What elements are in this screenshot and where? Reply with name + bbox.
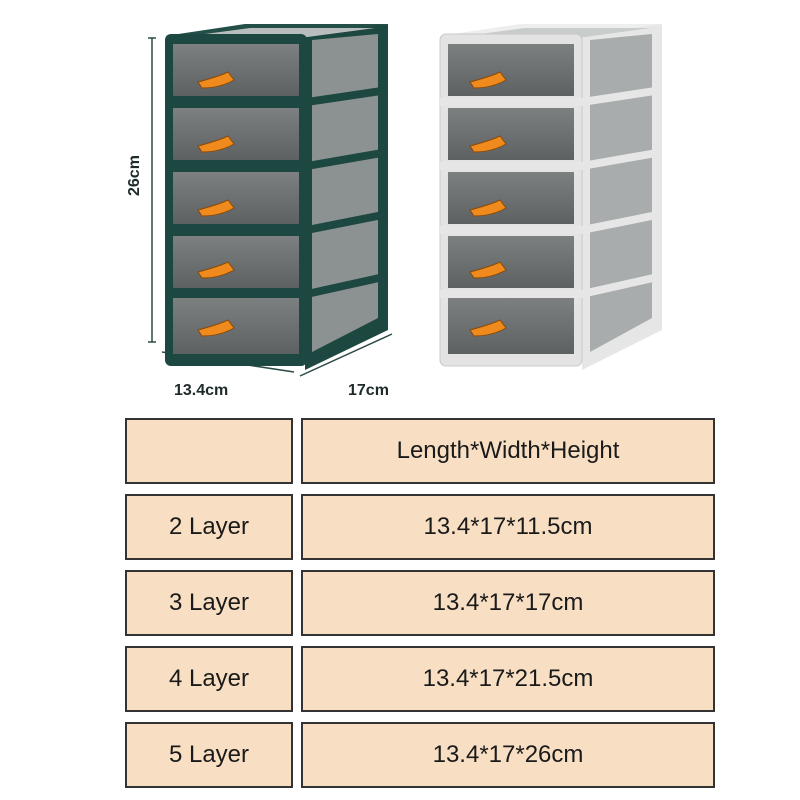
height-dimension-label: 26cm	[126, 155, 143, 196]
white-drawer-handles	[469, 71, 507, 337]
green-drawers	[173, 44, 299, 354]
product-illustration	[148, 24, 662, 377]
depth-dimension-label: 17cm	[348, 382, 389, 399]
row-3-size-cell: 13.4*17*17cm	[301, 570, 715, 636]
row-3-layer-cell: 3 Layer	[125, 570, 293, 636]
green-drawer-handles	[197, 71, 235, 337]
row-5-size-cell: 13.4*17*26cm	[301, 722, 715, 788]
row-2-size-cell: 13.4*17*11.5cm	[301, 494, 715, 560]
row-2-layer-cell: 2 Layer	[125, 494, 293, 560]
row-5-layer-cell: 5 Layer	[125, 722, 293, 788]
white-drawer-unit	[439, 24, 662, 370]
header-layer-cell	[125, 418, 293, 484]
width-dimension-label: 13.4cm	[174, 382, 229, 399]
green-drawer-unit	[165, 24, 388, 370]
white-drawers	[448, 44, 574, 354]
row-4-size-cell: 13.4*17*21.5cm	[301, 646, 715, 712]
row-4-layer-cell: 4 Layer	[125, 646, 293, 712]
header-size-cell: Length*Width*Height	[301, 418, 715, 484]
